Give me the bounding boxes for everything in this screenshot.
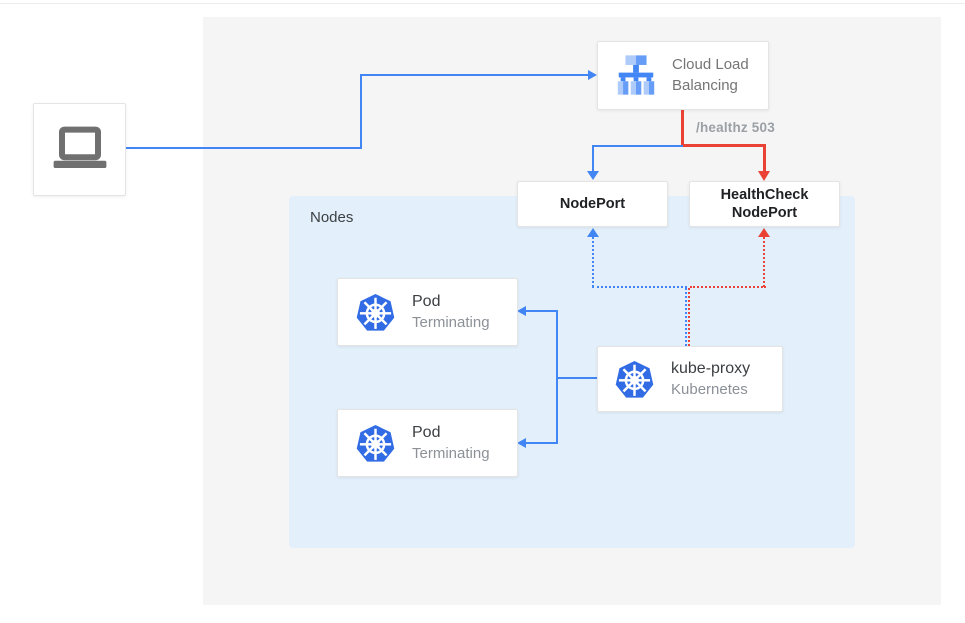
edge-down-to-healthcheck-red (763, 144, 766, 172)
kubernetes-icon (614, 359, 655, 400)
edge-client-to-lb-h2 (360, 74, 588, 76)
cloud-load-balancing-node: Cloud Load Balancing (597, 41, 769, 110)
pod-terminating-node-2: Pod Terminating (337, 409, 518, 477)
arrowhead-dotted-into-healthcheck (758, 228, 770, 237)
edge-pods-junction-v (556, 310, 558, 444)
edge-kubeproxy-up-red-dotted (688, 288, 690, 346)
clb-label-line1: Cloud Load (672, 56, 749, 74)
arrowhead-into-load-balancer (588, 70, 597, 80)
laptop-icon (51, 126, 109, 174)
healthcheck-nodeport-node: HealthCheck NodePort (689, 181, 840, 227)
edge-to-pod1-h (526, 310, 557, 312)
edge-lb-down-red (681, 110, 684, 146)
hcnp-label-line2: NodePort (731, 205, 798, 221)
edge-split-left-blue (592, 145, 683, 147)
arrowhead-into-pod2 (517, 438, 526, 448)
edge-client-to-lb-v (360, 74, 362, 149)
arrowhead-into-pod1 (517, 306, 526, 316)
client-node (33, 103, 126, 196)
load-balancer-icon (613, 55, 659, 96)
kubernetes-icon (355, 423, 396, 464)
nodeport-node: NodePort (517, 181, 668, 227)
pod2-status: Terminating (412, 444, 490, 462)
pod1-status: Terminating (412, 313, 490, 331)
clb-label-line2: Balancing (672, 76, 738, 94)
edge-down-to-nodeport-blue (592, 145, 594, 172)
arrowhead-into-nodeport (587, 171, 599, 180)
edge-kubeproxy-to-junction (557, 377, 597, 379)
kube-proxy-subtitle: Kubernetes (671, 380, 748, 398)
kube-proxy-node: kube-proxy Kubernetes (597, 346, 783, 412)
pod2-title: Pod (412, 423, 441, 441)
arrowhead-dotted-into-nodeport (587, 228, 599, 237)
edge-client-to-lb-h1 (126, 147, 362, 149)
kube-proxy-title: kube-proxy (671, 359, 751, 377)
pod1-title: Pod (412, 292, 441, 310)
nodeport-label: NodePort (559, 195, 626, 212)
hcnp-label-line1: HealthCheck (720, 186, 809, 203)
nodes-group-label: Nodes (310, 209, 354, 226)
edge-dotted-up-to-healthcheck (763, 237, 765, 287)
healthcheck-nodeport-label: HealthCheck NodePort (721, 186, 809, 222)
pod-terminating-node-1: Pod Terminating (337, 278, 518, 346)
edge-dotted-up-to-nodeport (592, 237, 594, 287)
cloud-load-balancing-label: Cloud Load Balancing (672, 55, 749, 96)
kube-proxy-text: kube-proxy Kubernetes (671, 359, 750, 399)
healthz-status-label: /healthz 503 (696, 120, 775, 135)
edge-dotted-left-blue (592, 286, 687, 288)
edge-to-pod2-h (526, 442, 557, 444)
edge-split-right-red (681, 144, 766, 147)
pod1-text: Pod Terminating (412, 292, 490, 332)
edge-dotted-right-red (690, 286, 766, 288)
kubernetes-icon (355, 292, 396, 333)
pod2-text: Pod Terminating (412, 423, 490, 463)
top-divider (0, 3, 965, 4)
edge-kubeproxy-up-blue-dotted (685, 288, 687, 346)
arrowhead-into-healthcheck-nodeport (758, 171, 770, 181)
